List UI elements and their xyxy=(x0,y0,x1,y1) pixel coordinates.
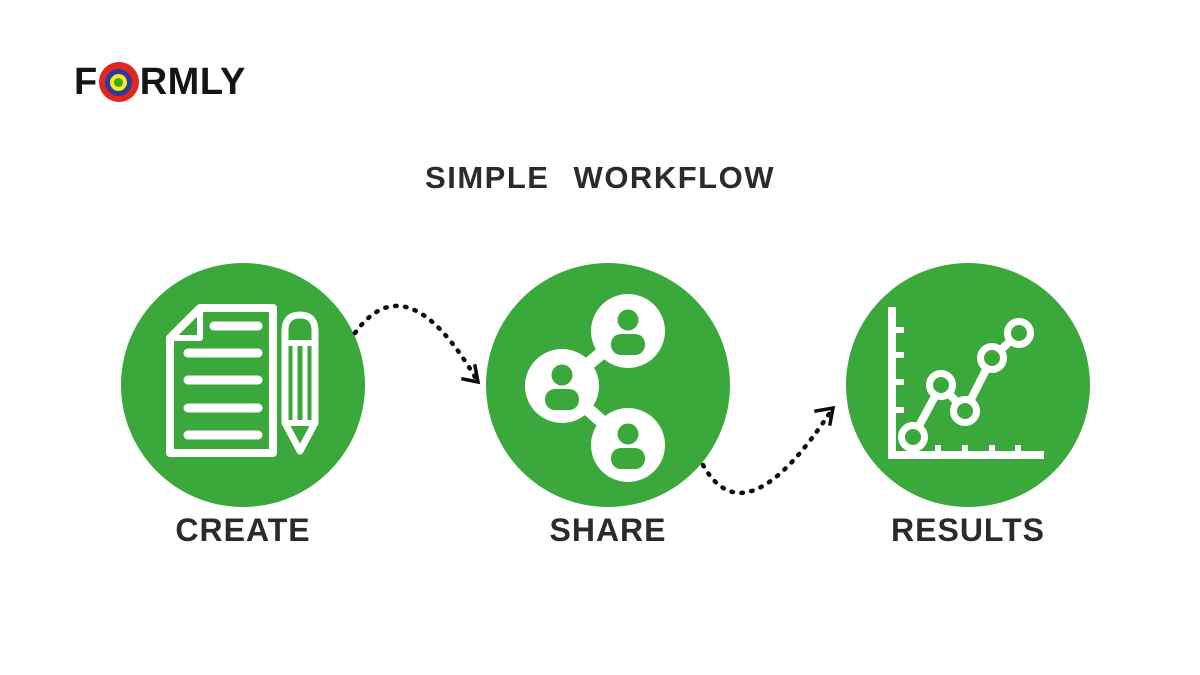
logo-text-f: F xyxy=(74,61,98,103)
workflow-step-create: CREATE xyxy=(121,263,365,549)
share-circle xyxy=(486,263,730,507)
growth-chart-icon xyxy=(888,307,1044,459)
workflow-step-results: RESULTS xyxy=(846,263,1090,549)
logo-text-rmly: RMLY xyxy=(139,61,246,103)
document-pencil-icon xyxy=(166,304,319,457)
bullseye-icon xyxy=(98,62,139,102)
person-icon xyxy=(611,309,645,355)
workflow-step-share: SHARE xyxy=(486,263,730,549)
step-label-create: CREATE xyxy=(175,512,311,548)
step-label-share: SHARE xyxy=(549,512,667,548)
bullseye-center xyxy=(114,77,124,87)
share-network-icon xyxy=(525,294,665,482)
arrow-share-to-results xyxy=(700,405,836,495)
create-circle xyxy=(121,263,365,507)
bullseye-ring-blue xyxy=(105,68,133,96)
person-icon xyxy=(611,423,645,469)
bullseye-ring-red xyxy=(98,62,139,102)
results-circle xyxy=(846,263,1090,507)
person-icon xyxy=(545,364,579,410)
page-title: SIMPLE WORKFLOW xyxy=(425,160,775,195)
bullseye-ring-yellow xyxy=(110,73,128,91)
step-label-results: RESULTS xyxy=(891,512,1045,548)
formly-logo: F RMLY xyxy=(74,62,246,102)
arrow-create-to-share xyxy=(352,303,481,385)
